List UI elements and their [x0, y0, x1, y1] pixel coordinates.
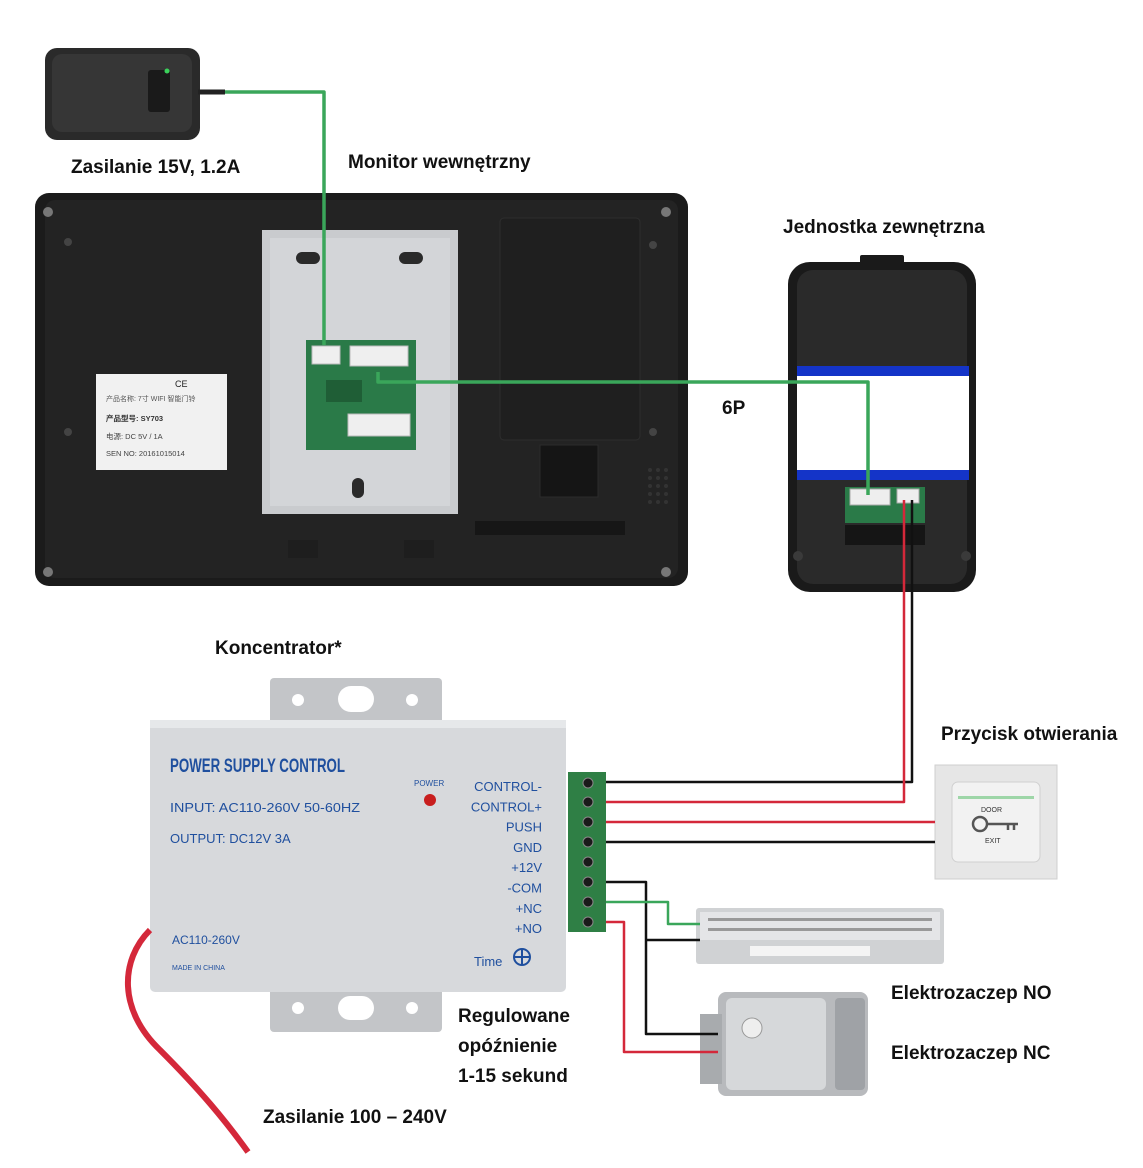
label-lock-nc: Elektrozaczep NC [891, 1043, 1051, 1064]
label-line-1: 产品名称: 7寸 WIFI 智能门铃 [106, 394, 195, 403]
label-cable-6p: 6P [722, 398, 746, 419]
terminal-label: +12V [511, 860, 542, 875]
psu-title: POWER SUPPLY CONTROL [170, 756, 345, 777]
terminal-label: PUSH [506, 820, 542, 835]
time-adjust-icon [513, 948, 531, 966]
label-mains-power: Zasilanie 100 – 240V [263, 1107, 447, 1128]
terminal-label: +NC [516, 901, 542, 916]
exit-button-device: DOOR EXIT [934, 764, 1058, 880]
power-adapter [45, 48, 225, 140]
psu-power-led-label: POWER [414, 779, 444, 788]
exit-button-exit-text: EXIT [985, 838, 1001, 845]
label-delay-line-3: 1-15 sekund [458, 1066, 568, 1087]
psu-time-label: Time [474, 954, 502, 969]
label-delay-line-2: opóźnienie [458, 1036, 558, 1057]
terminal-label: CONTROL- [474, 779, 542, 794]
label-line-4: SEN NO: 20161015014 [106, 449, 185, 458]
label-line-3: 电源: DC 5V / 1A [106, 431, 163, 441]
outdoor-unit [788, 255, 976, 592]
key-icon [971, 815, 1018, 833]
label-adapter-power: Zasilanie 15V, 1.2A [71, 157, 241, 178]
label-delay-line-1: Regulowane [458, 1006, 570, 1027]
terminal-label: +NO [515, 921, 542, 936]
label-marks: CE [175, 379, 188, 389]
terminal-label: GND [513, 840, 542, 855]
monitor-product-label: CE 产品名称: 7寸 WIFI 智能门铃 产品型号: SY703 电源: DC… [96, 374, 227, 470]
psu-ac-label: AC110-260V [172, 933, 240, 947]
label-outdoor-unit: Jednostka zewnętrzna [783, 217, 985, 238]
psu-made-label: MADE IN CHINA [172, 965, 225, 972]
label-exit-button: Przycisk otwierania [941, 724, 1118, 745]
magnetic-lock [696, 908, 944, 964]
label-indoor-monitor: Monitor wewnętrzny [348, 152, 531, 173]
wiring [124, 90, 935, 1154]
label-hub: Koncentrator* [215, 638, 342, 659]
label-lock-no: Elektrozaczep NO [891, 983, 1052, 1004]
power-supply-box [150, 678, 606, 1032]
label-delay: Regulowane opóźnienie 1-15 sekund [458, 1002, 570, 1092]
indoor-monitor [35, 193, 688, 586]
psu-output: OUTPUT: DC12V 3A [170, 831, 291, 846]
label-line-2: 产品型号: SY703 [106, 413, 163, 423]
psu-input: INPUT: AC110-260V 50-60HZ [170, 800, 360, 815]
psu-printed-text: POWER SUPPLY CONTROL INPUT: AC110-260V 5… [170, 756, 542, 972]
terminal-label: -COM [507, 881, 542, 896]
electric-strike-lock [700, 992, 868, 1096]
exit-button-door-text: DOOR [981, 807, 1002, 814]
terminal-label: CONTROL+ [471, 799, 542, 814]
